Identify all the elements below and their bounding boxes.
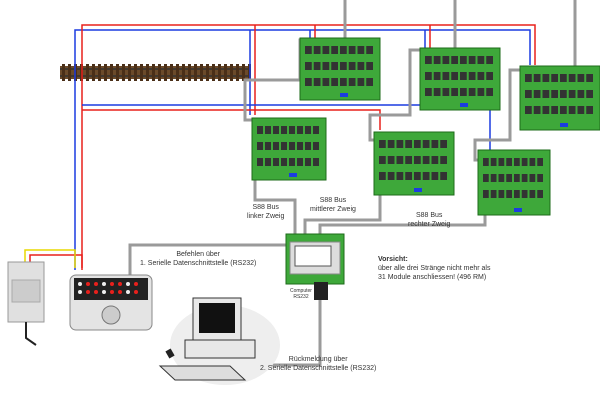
warning-line: über alle drei Stränge nicht mehr als — [378, 265, 491, 272]
power-transformer — [7, 261, 45, 346]
s88-interface-box — [285, 233, 345, 300]
text: S88 Bus — [319, 197, 347, 204]
s88-feedback-module — [251, 117, 327, 181]
rail-track — [60, 64, 251, 81]
warning-line: 31 Module anschliessen! (496 RM) — [378, 274, 487, 281]
text: Rückmeldung über — [288, 356, 348, 363]
text: RS232 — [293, 294, 309, 300]
label-bus-middle: S88 Bus mittlerer Zweig — [310, 196, 356, 214]
text: S88 Bus — [252, 204, 279, 211]
text: Befehlen über — [176, 251, 220, 258]
s88-feedback-module — [373, 131, 455, 196]
text: 2. Serielle Datenschnittstelle (RS232) — [260, 365, 377, 372]
label-bus-left: S88 Bus linker Zweig — [247, 203, 284, 221]
s88-feedback-module — [299, 37, 381, 101]
s88-feedback-module — [477, 149, 551, 216]
label-commands: Befehlen über 1. Serielle Datenschnittste… — [140, 250, 256, 268]
s88-feedback-module — [419, 47, 501, 111]
text: 1. Serielle Datenschnittstelle (RS232) — [140, 260, 257, 267]
digital-central-unit — [69, 274, 153, 331]
label-feedback: Rückmeldung über 2. Serielle Datenschnitt… — [260, 355, 376, 373]
warning-note: Vorsicht: über alle drei Stränge nicht m… — [378, 255, 490, 282]
text: linker Zweig — [247, 213, 285, 220]
text: rechter Zweig — [408, 221, 451, 228]
computer — [158, 297, 280, 385]
warning-title: Vorsicht: — [378, 256, 408, 263]
text: mittlerer Zweig — [310, 206, 356, 213]
text: S88 Bus — [415, 212, 443, 219]
label-bus-right: S88 Bus rechter Zweig — [408, 211, 450, 229]
text: Computer — [290, 288, 312, 294]
s88-feedback-module — [519, 65, 600, 131]
